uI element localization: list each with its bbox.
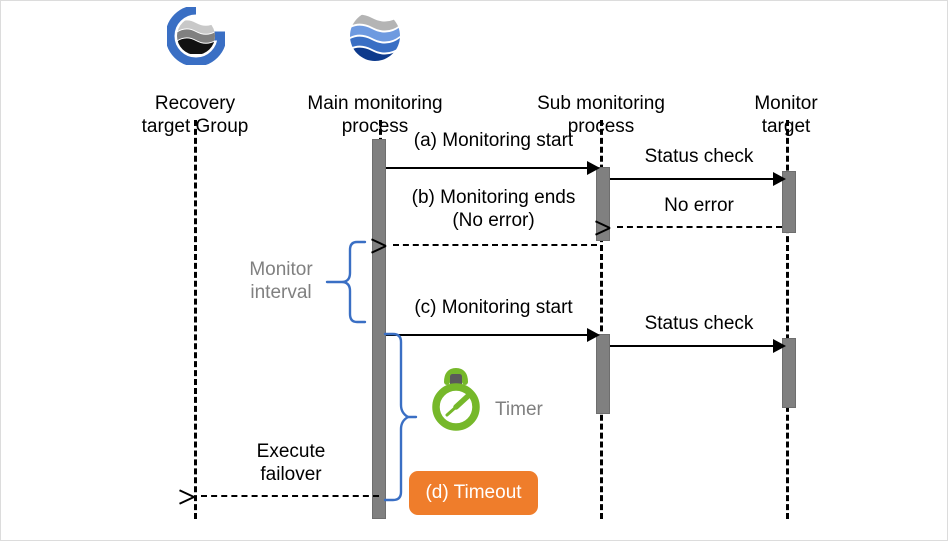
message-line-execute-failover (201, 495, 379, 497)
annotation-label-monitor-interval: Monitor interval (249, 259, 313, 303)
actor-label-sub-monitoring-process: Sub monitoring process (510, 71, 692, 161)
arrowhead-c-monitoring-start (587, 328, 600, 342)
message-label-status-check-2: Status check (644, 313, 754, 334)
message-line-no-error (617, 226, 782, 228)
lifeline-recovery-target-group (194, 120, 197, 519)
message-line-c-monitoring-start (386, 334, 591, 336)
arrowhead-a-monitoring-start (587, 161, 600, 175)
message-label-a-monitoring-start: (a) Monitoring start (413, 130, 574, 151)
activation-bar-sub-monitoring-2 (596, 334, 610, 414)
message-line-b-monitoring-ends (393, 244, 597, 246)
message-label-c-monitoring-start: (c) Monitoring start (414, 297, 573, 318)
arrowhead-execute-failover (194, 489, 208, 503)
globe-logo-icon (346, 7, 404, 70)
lifeline-sub-monitoring-process (600, 120, 603, 519)
arrowhead-status-check-1 (773, 172, 786, 186)
message-line-a-monitoring-start (386, 167, 591, 169)
message-line-status-check-1 (610, 178, 777, 180)
message-label-status-check-1: Status check (644, 146, 754, 167)
arrowhead-b-monitoring-ends (386, 238, 400, 252)
actor-text: Recovery target Group (141, 93, 249, 137)
actor-text: Sub monitoring process (537, 93, 665, 137)
stopwatch-timer-icon (425, 367, 487, 437)
lifeline-monitor-target (786, 120, 789, 519)
message-label-execute-failover: Execute failover (256, 441, 326, 485)
globe-g-logo-icon (165, 5, 227, 70)
status-badge-timeout[interactable]: (d) Timeout (409, 471, 538, 515)
arrowhead-no-error (610, 220, 624, 234)
activation-bar-main-monitoring (372, 139, 386, 519)
message-label-b-monitoring-ends: (b) Monitoring ends (No error) (411, 187, 576, 231)
activation-bar-monitor-target-2 (782, 338, 796, 408)
brace-monitor-interval (321, 239, 373, 330)
message-label-no-error: No error (664, 195, 734, 216)
annotation-label-timer: Timer (495, 399, 543, 420)
actor-label-main-monitoring-process: Main monitoring process (284, 71, 466, 161)
arrowhead-status-check-2 (773, 339, 786, 353)
status-badge-label: (d) Timeout (425, 482, 522, 503)
brace-timer (382, 331, 418, 508)
activation-bar-monitor-target-1 (782, 171, 796, 233)
actor-text: Main monitoring process (307, 93, 443, 137)
message-line-status-check-2 (610, 345, 777, 347)
actor-label-recovery-target-group: Recovery target Group (104, 71, 286, 161)
